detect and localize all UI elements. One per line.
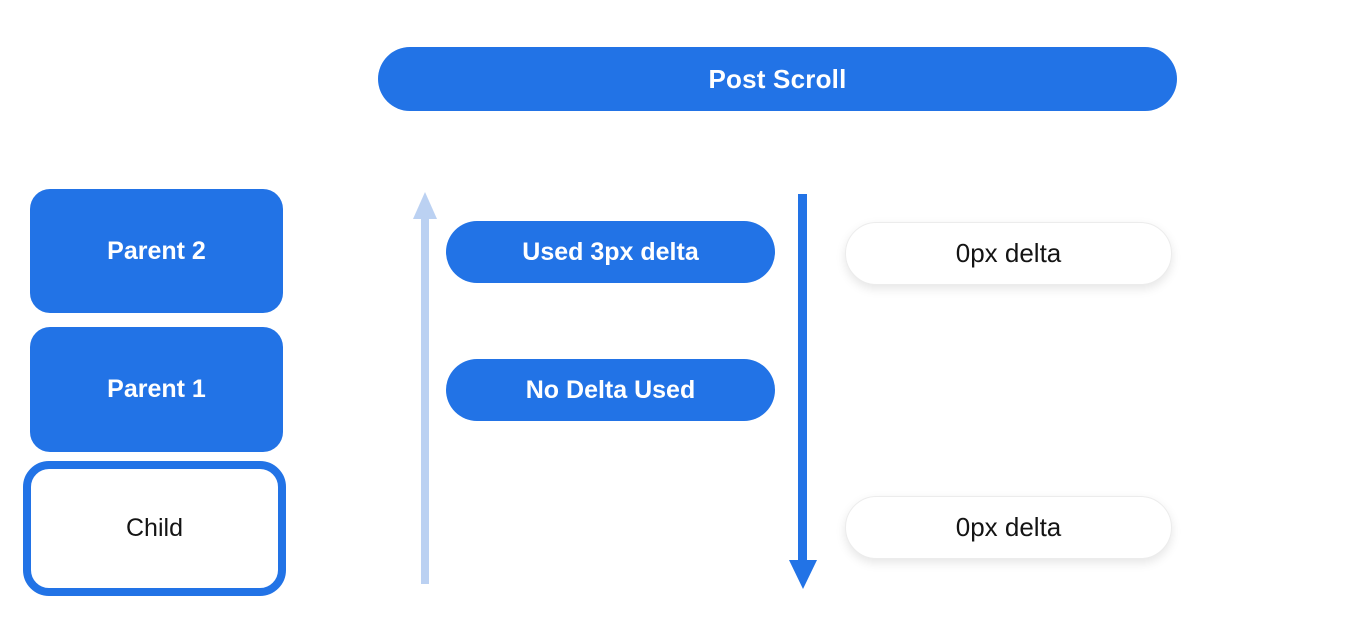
used-delta-pill: Used 3px delta — [446, 221, 775, 283]
zero-delta-top-pill: 0px delta — [845, 222, 1172, 285]
no-delta-pill: No Delta Used — [446, 359, 775, 421]
zero-delta-bottom-label: 0px delta — [955, 512, 1062, 542]
no-delta-label: No Delta Used — [525, 375, 696, 404]
parent2-box: Parent 2 — [30, 189, 283, 313]
child-label: Child — [126, 514, 183, 542]
parent1-label: Parent 1 — [107, 375, 206, 403]
scroll-up-arrow-shaft — [421, 218, 429, 584]
child-box: Child — [23, 461, 286, 596]
scroll-up-arrowhead — [413, 192, 437, 219]
parent2-label: Parent 2 — [107, 236, 206, 265]
zero-delta-top-label: 0px delta — [955, 238, 1062, 268]
post-scroll-title-pill: Post Scroll — [378, 47, 1177, 111]
parent1-box: Parent 1 — [30, 327, 283, 452]
zero-delta-bottom-pill: 0px delta — [845, 496, 1172, 559]
scroll-down-arrow-shaft — [798, 194, 807, 561]
post-scroll-title-label: Post Scroll — [708, 63, 847, 94]
scroll-down-arrow-icon — [788, 194, 817, 589]
scroll-down-arrowhead — [788, 560, 817, 589]
scroll-up-arrow-icon — [413, 192, 437, 584]
used-delta-label: Used 3px delta — [522, 237, 699, 266]
